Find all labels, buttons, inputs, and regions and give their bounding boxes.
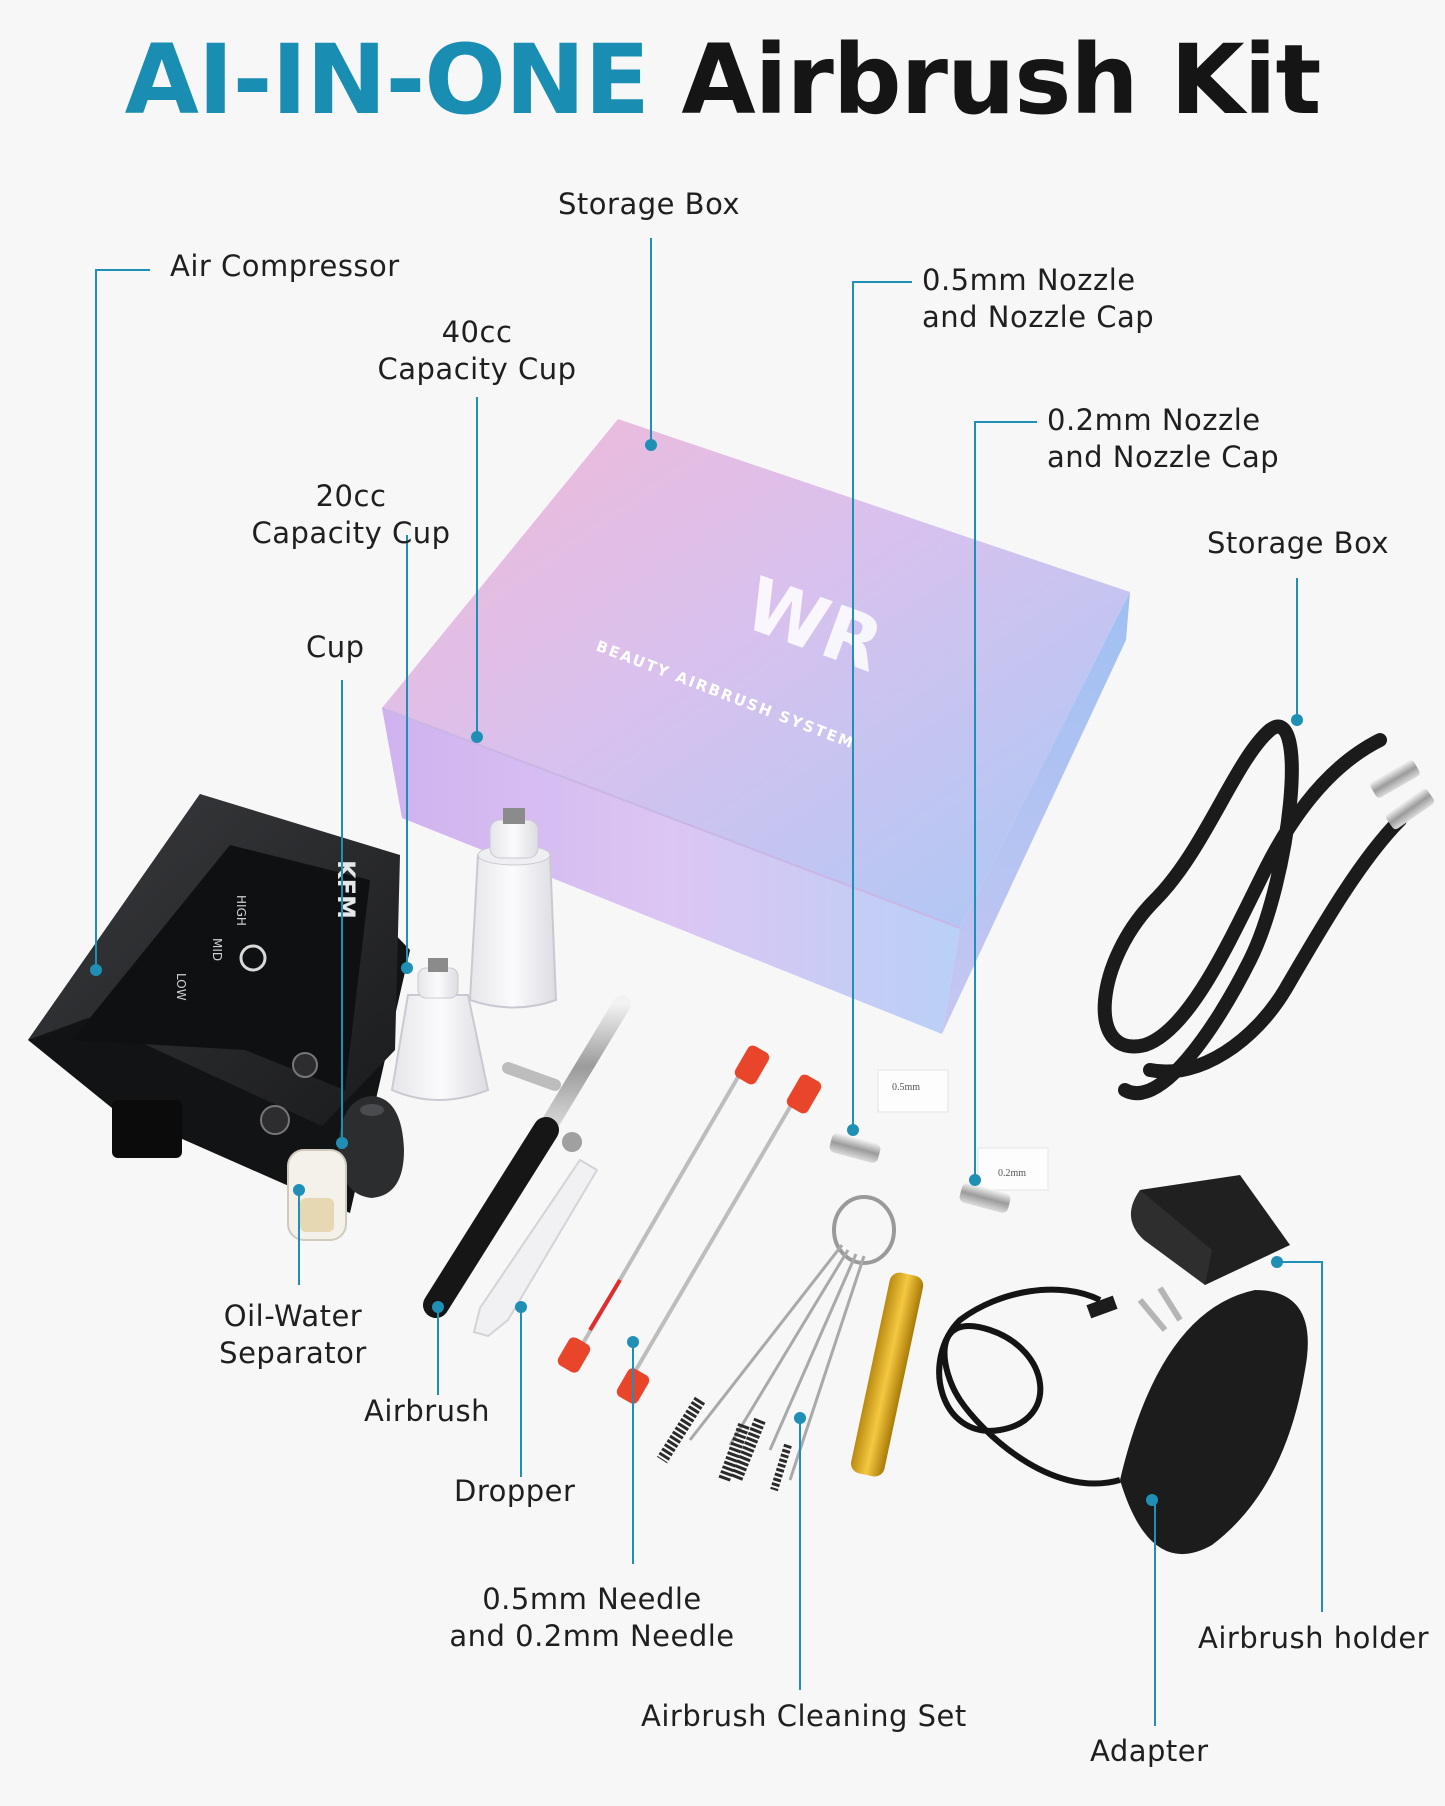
nozzle-05mm: 0.5mm <box>829 1069 949 1163</box>
label-20cc-cup-line2: Capacity Cup <box>251 516 451 550</box>
oil-water-separator <box>287 1149 347 1241</box>
label-20cc-cup-line1: 20cc <box>315 479 387 513</box>
label-20cc-cup: 20cc Capacity Cup <box>238 478 464 552</box>
label-adapter: Adapter <box>1090 1734 1209 1768</box>
compressor-high: HIGH <box>234 895 248 926</box>
label-dropper: Dropper <box>454 1474 576 1508</box>
cup-20cc <box>390 958 490 1101</box>
label-nozzle-05: 0.5mm Nozzle and Nozzle Cap <box>922 262 1154 336</box>
label-cleaning-set: Airbrush Cleaning Set <box>641 1699 967 1733</box>
gold-tool <box>851 1272 924 1477</box>
compressor-low: LOW <box>174 973 188 1001</box>
label-nozzle-02: 0.2mm Nozzle and Nozzle Cap <box>1047 402 1279 476</box>
airbrush <box>423 995 631 1318</box>
label-needles-line1: 0.5mm Needle <box>482 1582 702 1616</box>
label-nozzle-05-line1: 0.5mm Nozzle <box>922 263 1136 297</box>
label-air-compressor: Air Compressor <box>170 249 400 283</box>
label-needles: 0.5mm Needle and 0.2mm Needle <box>432 1581 752 1655</box>
label-oil-water-separator: Oil-Water Separator <box>198 1298 388 1372</box>
label-cup: Cup <box>306 630 365 664</box>
title-main: Airbrush Kit <box>681 24 1321 136</box>
label-nozzle-02-line1: 0.2mm Nozzle <box>1047 403 1261 437</box>
label-storage-box-top: Storage Box <box>558 187 741 221</box>
label-nozzle-05-line2: and Nozzle Cap <box>922 300 1155 334</box>
cleaning-set <box>656 1195 896 1492</box>
compressor-brand: KFM <box>332 860 360 919</box>
label-oil-water-line2: Separator <box>219 1336 367 1370</box>
airbrush-holder-item <box>1130 1175 1290 1285</box>
nozzle-05mm-sticker: 0.5mm <box>892 1082 920 1093</box>
label-40cc-cup-line1: 40cc <box>441 315 513 349</box>
nozzle-02mm: 0.2mm <box>959 1147 1049 1213</box>
label-needles-line2: and 0.2mm Needle <box>449 1619 735 1653</box>
nozzle-02mm-sticker: 0.2mm <box>998 1168 1026 1179</box>
dropper <box>472 1158 599 1338</box>
label-airbrush: Airbrush <box>364 1394 491 1428</box>
storage-box: WR BEAUTY AIRBRUSH SYSTEM <box>381 419 1130 1034</box>
label-40cc-cup: 40cc Capacity Cup <box>364 314 590 388</box>
compressor-mid: MID <box>210 938 224 961</box>
label-oil-water-line1: Oil-Water <box>223 1299 363 1333</box>
air-compressor: KFM HIGH MID LOW <box>28 794 410 1213</box>
page-title: AI-IN-ONE Airbrush Kit <box>0 27 1445 134</box>
needles <box>557 1045 822 1404</box>
adapter-item <box>936 1286 1308 1555</box>
leader-dots <box>90 439 1303 1506</box>
cup <box>338 1096 404 1198</box>
title-accent: AI-IN-ONE <box>124 24 650 136</box>
label-nozzle-02-line2: and Nozzle Cap <box>1047 440 1280 474</box>
label-airbrush-holder: Airbrush holder <box>1198 1621 1430 1655</box>
cup-40cc <box>468 808 558 1009</box>
air-hose <box>1097 719 1435 1100</box>
label-storage-box-right: Storage Box <box>1207 526 1390 560</box>
label-40cc-cup-line2: Capacity Cup <box>377 352 577 386</box>
